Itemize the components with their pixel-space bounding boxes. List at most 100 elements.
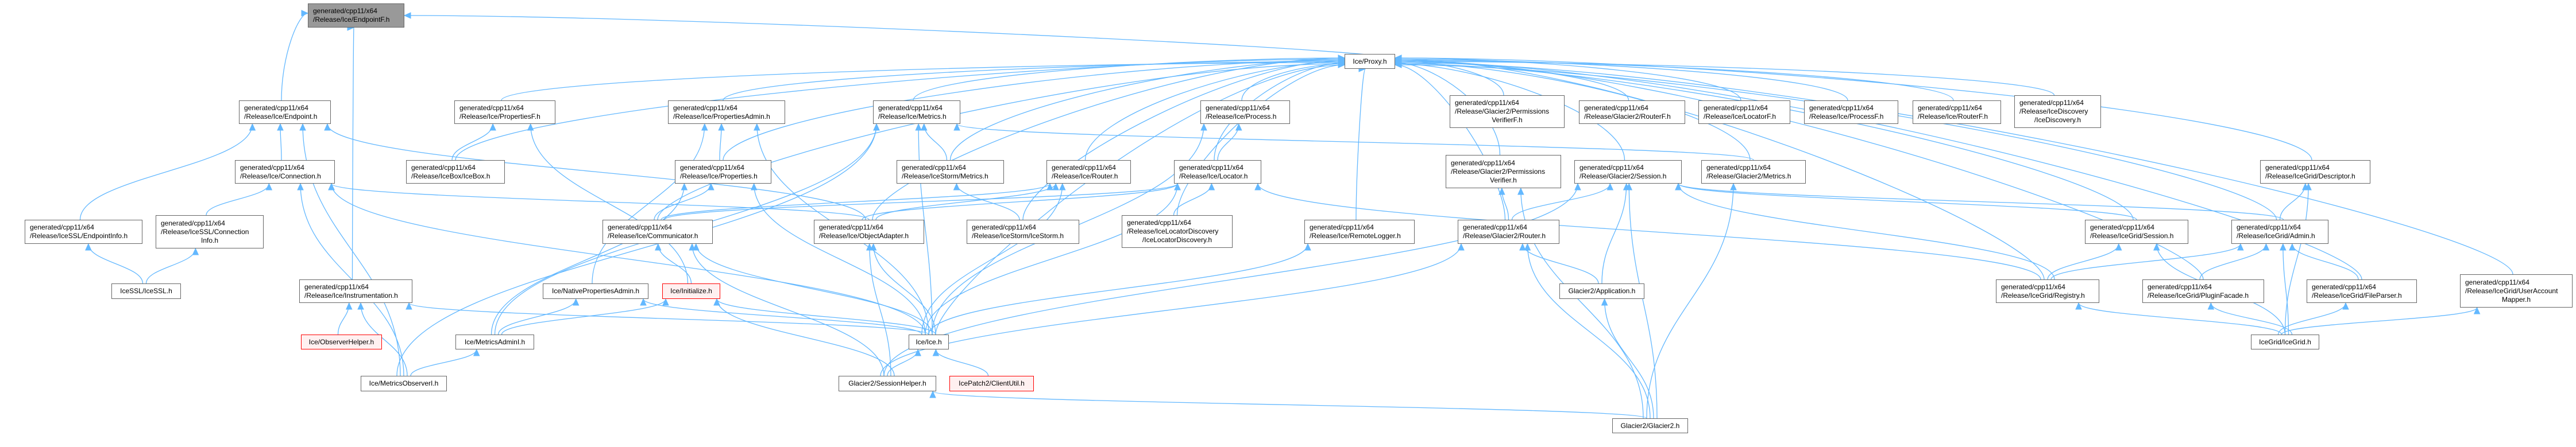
graph-node-icessl-icessl-h[interactable]: IceSSL/IceSSL.h <box>111 283 181 299</box>
dependency-edge <box>862 183 1178 220</box>
dependency-edge <box>1522 243 1599 284</box>
graph-node-label: /Release/Ice/PropertiesAdmin.h <box>673 112 770 121</box>
graph-node-generated-cpp11-x64-release-ice-properties-h[interactable]: generated/cpp11/x64/Release/Ice/Properti… <box>675 160 771 184</box>
arrowhead-icon <box>1046 182 1053 191</box>
graph-node-generated-cpp11-x64-release-ice-endpointf-h[interactable]: generated/cpp11/x64/Release/Ice/Endpoint… <box>308 3 404 28</box>
dependency-edge <box>2283 243 2289 335</box>
graph-node-label: generated/cpp11/x64 <box>1127 219 1191 227</box>
graph-node-icepatch2-clientutil-h[interactable]: IcePatch2/ClientUtil.h <box>949 376 1034 391</box>
graph-node-generated-cpp11-x64-release-ice-processf-h[interactable]: generated/cpp11/x64/Release/Ice/ProcessF… <box>1804 100 1898 124</box>
graph-node-generated-cpp11-x64-release-ice-objectadapter-h[interactable]: generated/cpp11/x64/Release/Ice/ObjectAd… <box>814 220 924 244</box>
graph-node-generated-cpp11-x64-release-ice-metrics-h[interactable]: generated/cpp11/x64/Release/Ice/Metrics.… <box>873 100 960 124</box>
graph-node-generated-cpp11-x64-release-icediscovery-icediscovery-h[interactable]: generated/cpp11/x64/Release/IceDiscovery… <box>2014 95 2101 128</box>
graph-node-ice-metricsobserveri-h[interactable]: Ice/MetricsObserverI.h <box>361 376 447 391</box>
arrowhead-icon <box>754 123 760 131</box>
arrowhead-icon <box>870 243 877 251</box>
arrowhead-icon <box>713 298 720 306</box>
graph-node-label: /Release/Glacier2/Metrics.h <box>1706 172 1791 180</box>
graph-node-generated-cpp11-x64-release-ice-locator-h[interactable]: generated/cpp11/x64/Release/Ice/Locator.… <box>1174 160 1261 184</box>
graph-node-label: generated/cpp11/x64 <box>30 223 94 231</box>
graph-node-generated-cpp11-x64-release-icestorm-icestorm-h[interactable]: generated/cpp11/x64/Release/IceStorm/Ice… <box>967 220 1079 244</box>
graph-node-label: /Release/Ice/Connection.h <box>240 172 321 180</box>
dependency-edge <box>2199 243 2267 280</box>
graph-node-label: generated/cpp11/x64 <box>1584 103 1648 112</box>
dependency-edge <box>1628 183 1658 419</box>
graph-node-generated-cpp11-x64-release-ice-locatorf-h[interactable]: generated/cpp11/x64/Release/Ice/LocatorF… <box>1698 100 1790 124</box>
graph-node-generated-cpp11-x64-release-ice-process-h[interactable]: generated/cpp11/x64/Release/Ice/Process.… <box>1200 100 1290 124</box>
graph-node-generated-cpp11-x64-release-ice-propertiesf-h[interactable]: generated/cpp11/x64/Release/Ice/Properti… <box>454 100 555 124</box>
arrowhead-icon <box>1517 187 1524 195</box>
graph-node-icegrid-icegrid-h[interactable]: IceGrid/IceGrid.h <box>2251 335 2319 349</box>
dependency-edge <box>723 60 1345 161</box>
arrowhead-icon <box>2237 243 2244 251</box>
graph-node-label: Glacier2/SessionHelper.h <box>848 379 926 387</box>
dependency-edge <box>2078 302 2283 335</box>
graph-node-generated-cpp11-x64-release-ice-routerf-h[interactable]: generated/cpp11/x64/Release/Ice/RouterF.… <box>1913 100 2001 124</box>
graph-node-ice-initialize-h[interactable]: Ice/Initialize.h <box>662 283 720 299</box>
graph-node-ice-nativepropertiesadmin-h[interactable]: Ice/NativePropertiesAdmin.h <box>543 283 648 299</box>
graph-node-label: VerifierF.h <box>1492 116 1523 124</box>
graph-node-generated-cpp11-x64-release-icegrid-admin-h[interactable]: generated/cpp11/x64/Release/IceGrid/Admi… <box>2231 220 2328 244</box>
graph-node-generated-cpp11-x64-release-icegrid-pluginfacade-h[interactable]: generated/cpp11/x64/Release/IceGrid/Plug… <box>2142 279 2264 303</box>
arrowhead-icon <box>1208 182 1215 191</box>
graph-node-generated-cpp11-x64-release-ice-propertiesadmin-h[interactable]: generated/cpp11/x64/Release/Ice/Properti… <box>668 100 785 124</box>
arrowhead-icon <box>2473 306 2481 314</box>
arrowhead-icon <box>2289 243 2296 251</box>
graph-node-glacier2-sessionhelper-h[interactable]: Glacier2/SessionHelper.h <box>839 376 936 391</box>
graph-node-generated-cpp11-x64-release-ice-remotelogger-h[interactable]: generated/cpp11/x64/Release/Ice/RemoteLo… <box>1304 220 1415 244</box>
graph-node-glacier2-application-h[interactable]: Glacier2/Application.h <box>1559 283 1644 299</box>
graph-node-ice-ice-h[interactable]: Ice/Ice.h <box>909 335 949 349</box>
graph-node-label: /Release/IceGrid/PluginFacade.h <box>2148 291 2249 300</box>
graph-node-label: /Release/IceSSL/EndpointInfo.h <box>30 232 128 240</box>
graph-node-generated-cpp11-x64-release-icegrid-registry-h[interactable]: generated/cpp11/x64/Release/IceGrid/Regi… <box>1996 279 2099 303</box>
graph-node-generated-cpp11-x64-release-icessl-endpointinfo-h[interactable]: generated/cpp11/x64/Release/IceSSL/Endpo… <box>25 220 142 244</box>
graph-node-generated-cpp11-x64-release-ice-endpoint-h[interactable]: generated/cpp11/x64/Release/Ice/Endpoint… <box>239 100 331 124</box>
graph-node-label: Glacier2/Glacier2.h <box>1620 421 1680 430</box>
graph-node-generated-cpp11-x64-release-ice-communicator-h[interactable]: generated/cpp11/x64/Release/Ice/Communic… <box>603 220 713 244</box>
graph-node-generated-cpp11-x64-release-glacier2-permissionsverifierf-h[interactable]: generated/cpp11/x64/Release/Glacier2/Per… <box>1450 95 1565 128</box>
dependency-edge <box>875 183 1056 220</box>
dependency-edge <box>1257 183 2041 280</box>
graph-node-generated-cpp11-x64-release-glacier2-permissionsverifier-h[interactable]: generated/cpp11/x64/Release/Glacier2/Per… <box>1446 155 1561 188</box>
arrowhead-icon <box>1059 182 1066 191</box>
graph-node-generated-cpp11-x64-release-glacier2-router-h[interactable]: generated/cpp11/x64/Release/Glacier2/Rou… <box>1458 220 1559 244</box>
graph-node-generated-cpp11-x64-release-ice-router-h[interactable]: generated/cpp11/x64/Release/Ice/Router.h <box>1046 160 1131 184</box>
graph-node-generated-cpp11-x64-release-glacier2-routerf-h[interactable]: generated/cpp11/x64/Release/Glacier2/Rou… <box>1579 100 1685 124</box>
graph-node-generated-cpp11-x64-release-ice-connection-h[interactable]: generated/cpp11/x64/Release/Ice/Connecti… <box>235 160 335 184</box>
graph-node-generated-cpp11-x64-release-icegrid-fileparser-h[interactable]: generated/cpp11/x64/Release/IceGrid/File… <box>2307 279 2417 303</box>
dependency-edge <box>79 123 253 220</box>
dependency-edge <box>880 243 1462 376</box>
graph-node-generated-cpp11-x64-release-icebox-icebox-h[interactable]: generated/cpp11/x64/Release/IceBox/IceBo… <box>406 160 505 184</box>
graph-node-generated-cpp11-x64-release-icegrid-session-h[interactable]: generated/cpp11/x64/Release/IceGrid/Sess… <box>2085 220 2188 244</box>
dependency-edge <box>206 183 269 216</box>
graph-node-glacier2-glacier2-h[interactable]: Glacier2/Glacier2.h <box>1612 418 1688 433</box>
arrowhead-icon <box>1304 243 1311 251</box>
dependency-edge <box>88 243 144 284</box>
arrowhead-icon <box>718 123 725 131</box>
graph-node-generated-cpp11-x64-release-icestorm-metrics-h[interactable]: generated/cpp11/x64/Release/IceStorm/Met… <box>897 160 1004 184</box>
dependency-edge <box>913 57 1345 101</box>
arrowhead-icon <box>1235 123 1242 131</box>
dependency-edge <box>2210 302 2293 335</box>
graph-node-generated-cpp11-x64-release-icelocatordiscovery-icelocatordiscovery-h[interactable]: generated/cpp11/x64/Release/IceLocatorDi… <box>1122 215 1233 248</box>
graph-node-label: generated/cpp11/x64 <box>1206 103 1270 112</box>
graph-node-ice-proxy-h[interactable]: Ice/Proxy.h <box>1345 54 1395 69</box>
graph-node-label: /Release/IceGrid/UserAccount <box>2465 286 2558 295</box>
arrowhead-icon <box>2207 302 2215 310</box>
graph-node-generated-cpp11-x64-release-icegrid-descriptor-h[interactable]: generated/cpp11/x64/Release/IceGrid/Desc… <box>2260 160 2370 184</box>
arrowhead-icon <box>1458 243 1465 251</box>
arrowhead-icon <box>328 182 335 191</box>
graph-node-label: Glacier2/Application.h <box>1568 287 1636 295</box>
graph-node-generated-cpp11-x64-release-ice-instrumentation-h[interactable]: generated/cpp11/x64/Release/Ice/Instrume… <box>299 279 412 303</box>
dependency-edge <box>1395 60 2204 280</box>
dependency-edge <box>1395 61 1629 101</box>
graph-node-generated-cpp11-x64-release-icessl-connectioninfo-h[interactable]: generated/cpp11/x64/Release/IceSSL/Conne… <box>156 215 264 248</box>
graph-node-label: /Release/IceStorm/Metrics.h <box>902 172 988 180</box>
graph-node-ice-observerhelper-h[interactable]: Ice/ObserverHelper.h <box>301 335 382 349</box>
graph-node-label: Verifier.h <box>1490 176 1517 184</box>
graph-node-label: /Release/Ice/Process.h <box>1206 112 1277 121</box>
graph-node-generated-cpp11-x64-release-glacier2-session-h[interactable]: generated/cpp11/x64/Release/Glacier2/Ses… <box>1574 160 1682 184</box>
graph-node-generated-cpp11-x64-release-icegrid-useraccountmapper-h[interactable]: generated/cpp11/x64/Release/IceGrid/User… <box>2460 274 2573 308</box>
graph-node-ice-metricsadmini-h[interactable]: Ice/MetricsAdminI.h <box>455 335 534 349</box>
graph-node-generated-cpp11-x64-release-glacier2-metrics-h[interactable]: generated/cpp11/x64/Release/Glacier2/Met… <box>1701 160 1806 184</box>
